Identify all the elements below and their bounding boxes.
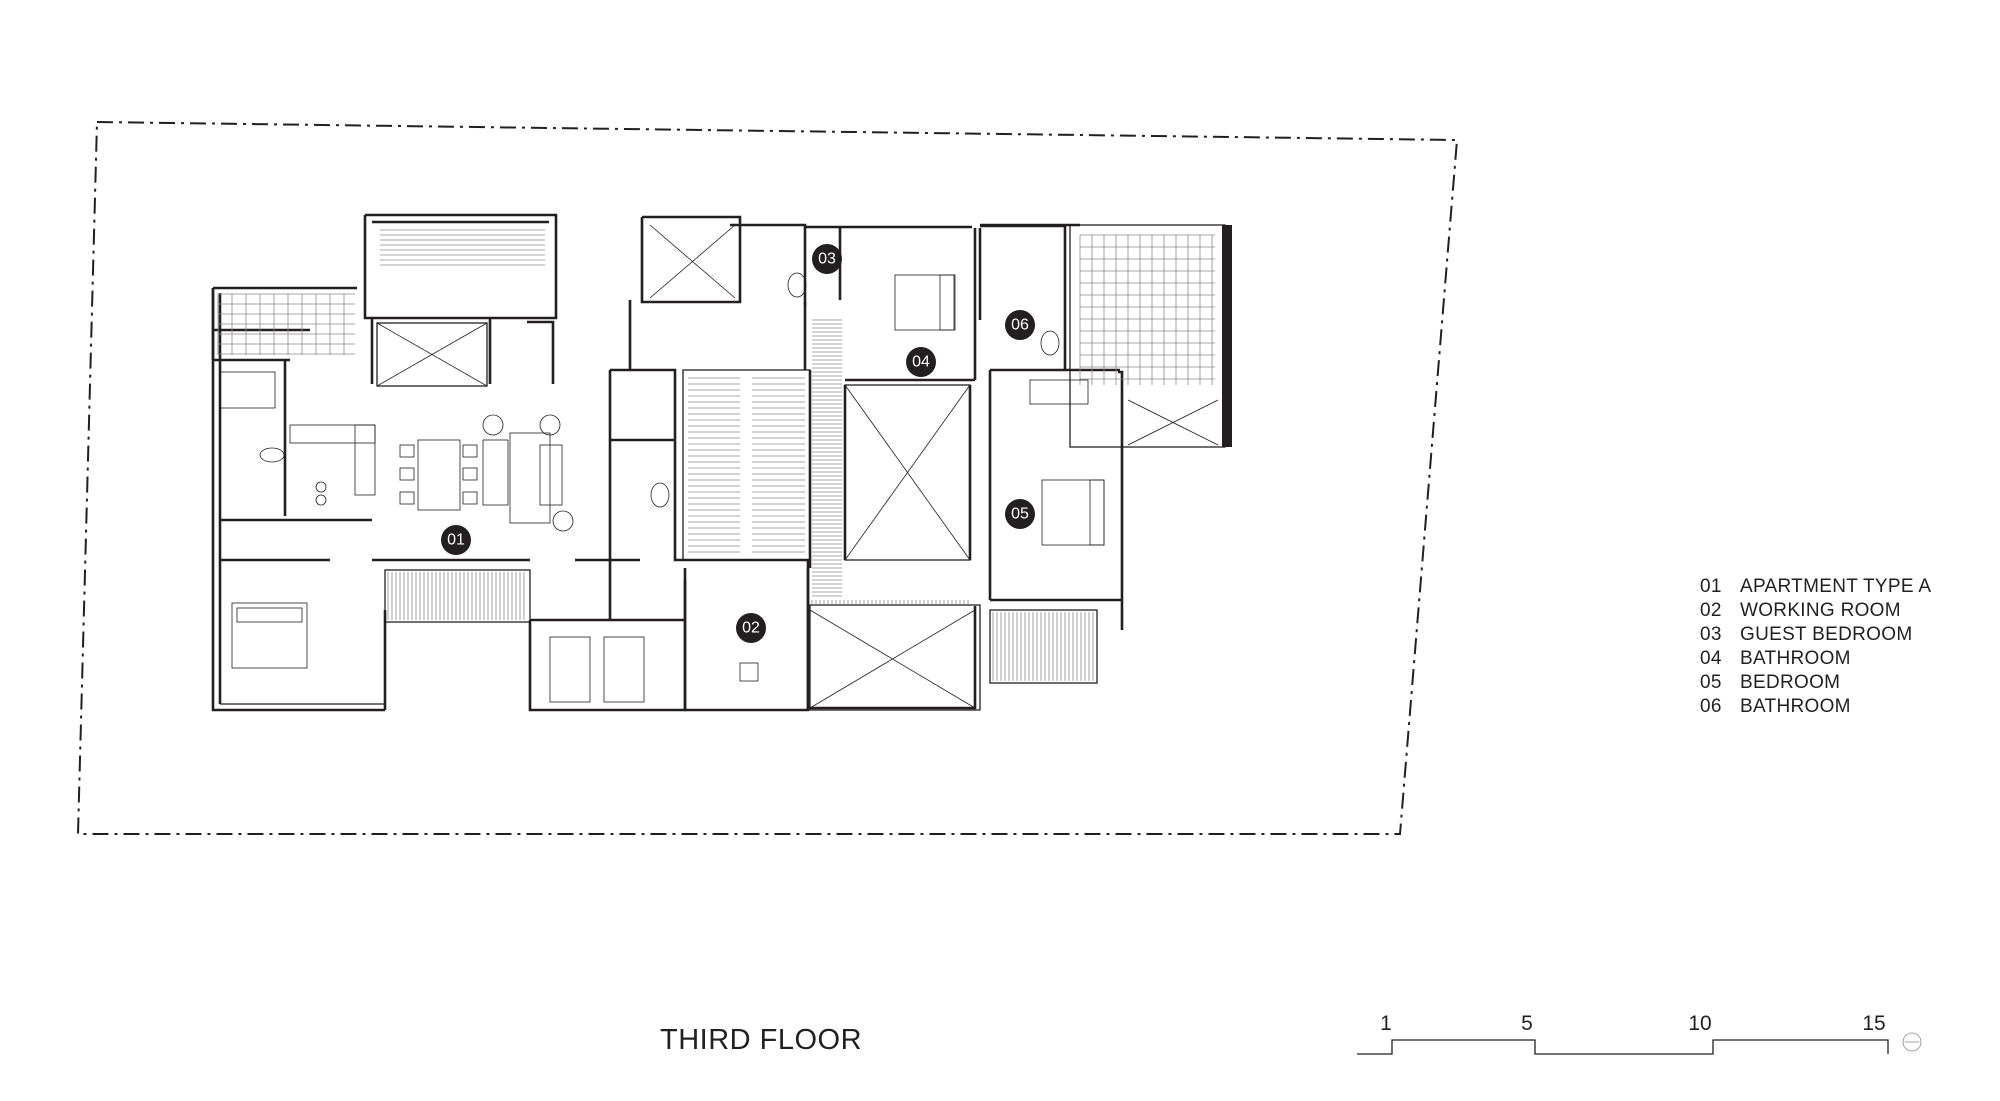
legend-number: 03: [1700, 624, 1722, 645]
legend-item: 04 BATHROOM: [1700, 647, 1931, 671]
room-marker-06: 06: [1005, 310, 1035, 340]
room-marker-02-label: 02: [742, 620, 760, 637]
room-marker-01-label: 01: [447, 532, 465, 549]
bed-05: [1041, 479, 1105, 546]
room-marker-04: 04: [906, 347, 936, 377]
legend-label: APARTMENT TYPE A: [1740, 576, 1932, 597]
legend-item: 02 WORKING ROOM: [1700, 599, 1931, 623]
legend-item: 06 BATHROOM: [1700, 695, 1931, 719]
site-boundary: [76, 120, 1459, 835]
legend-number: 02: [1700, 600, 1722, 621]
twin-bed-right: [603, 636, 645, 703]
room-legend: 01 APARTMENT TYPE A 02 WORKING ROOM 03 GUES…: [1700, 575, 1931, 719]
interior-walls: [211, 223, 1122, 711]
legend-number: 06: [1700, 696, 1722, 717]
room-marker-03: 03: [812, 244, 842, 274]
room-marker-05-label: 05: [1011, 506, 1029, 523]
legend-label: BATHROOM: [1740, 696, 1851, 717]
scale-bar: 1 5 10 15: [1357, 1012, 1922, 1055]
north-icon: [1902, 1032, 1922, 1052]
room-marker-05: 05: [1005, 499, 1035, 529]
room-marker-01: 01: [441, 525, 471, 555]
legend-item: 01 APARTMENT TYPE A: [1700, 575, 1931, 599]
legend-label: BATHROOM: [1740, 648, 1851, 669]
legend-item: 03 GUEST BEDROOM: [1700, 623, 1931, 647]
room-markers: 01 02 03 04 05 06: [441, 244, 1035, 643]
room-marker-04-label: 04: [912, 354, 930, 371]
legend-number: 05: [1700, 672, 1722, 693]
sofa: [509, 432, 551, 524]
legend-label: WORKING ROOM: [1740, 600, 1901, 621]
master-bed: [231, 602, 308, 669]
lightwell-crosses: [376, 224, 1219, 709]
drawing-title: THIRD FLOOR: [660, 1024, 863, 1056]
scale-label-10: 10: [1688, 1012, 1711, 1035]
legend-item: 05 BEDROOM: [1700, 671, 1931, 695]
stair-treads: [380, 229, 1094, 681]
legend-number: 04: [1700, 648, 1722, 669]
legend-label: GUEST BEDROOM: [1740, 624, 1913, 645]
twin-bed-left: [549, 636, 591, 703]
legend-label: BEDROOM: [1740, 672, 1841, 693]
scale-label-5: 5: [1521, 1012, 1533, 1035]
room-marker-03-label: 03: [818, 251, 836, 268]
room-marker-06-label: 06: [1011, 317, 1029, 334]
terrace-grid: [217, 234, 1215, 385]
legend-number: 01: [1700, 576, 1722, 597]
bed-04: [894, 274, 956, 331]
furniture: [219, 272, 1105, 703]
scale-label-1: 1: [1380, 1012, 1392, 1035]
scale-label-15: 15: [1862, 1012, 1885, 1035]
room-marker-02: 02: [736, 613, 766, 643]
dining-table: [417, 439, 461, 511]
building-outline: [211, 213, 1232, 712]
